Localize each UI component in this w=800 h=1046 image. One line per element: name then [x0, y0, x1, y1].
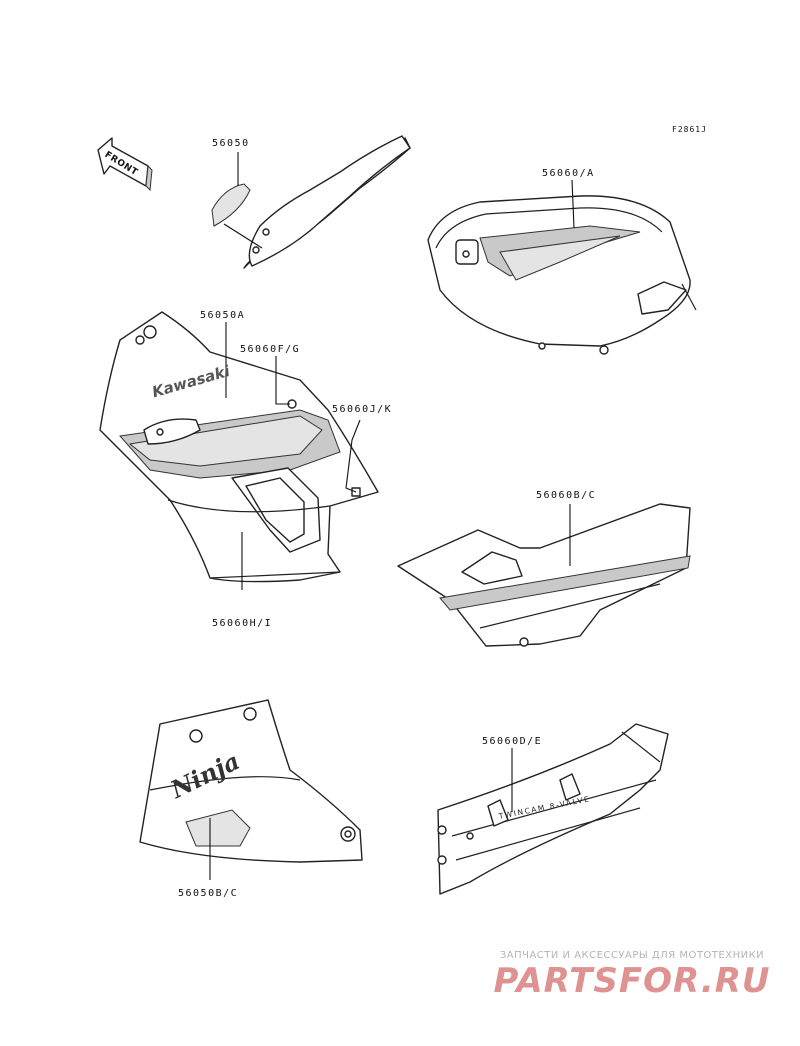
part-label-56050: 56050: [212, 138, 250, 149]
part-label-56050B-C: 56050B/C: [178, 888, 239, 899]
figure-code: F2861J: [672, 125, 707, 134]
watermark-caption: ЗАПЧАСТИ И АКСЕССУАРЫ ДЛЯ МОТОТЕХНИКИ: [499, 950, 765, 961]
seat-cowl-decal: [437, 723, 669, 895]
watermark-logo: PARTSFOR.RU: [493, 961, 771, 1001]
part-label-56060B-C: 56060B/C: [536, 490, 597, 501]
watermark: ЗАПЧАСТИ И АКСЕССУАРЫ ДЛЯ МОТОТЕХНИКИ PA…: [472, 950, 792, 1001]
leader-lines: [209, 152, 575, 880]
part-label-56060D-E: 56060D/E: [482, 736, 543, 747]
part-label-56060-A: 56060/A: [542, 168, 595, 179]
decal-56050-small: [211, 183, 251, 227]
decal-56050-strip: [243, 135, 411, 269]
part-label-56060F-G: 56060F/G: [240, 344, 301, 355]
front-arrow-icon: [97, 137, 153, 192]
part-label-56060J-K: 56060J/K: [332, 404, 393, 415]
part-label-56060H-I: 56060H/I: [212, 618, 273, 629]
fuel-tank-decal: [427, 195, 697, 355]
left-fairing-decal: [99, 311, 379, 583]
side-cover-decal: [397, 503, 691, 647]
part-label-56050A: 56050A: [200, 310, 246, 321]
lower-fairing-decal: [139, 699, 363, 863]
